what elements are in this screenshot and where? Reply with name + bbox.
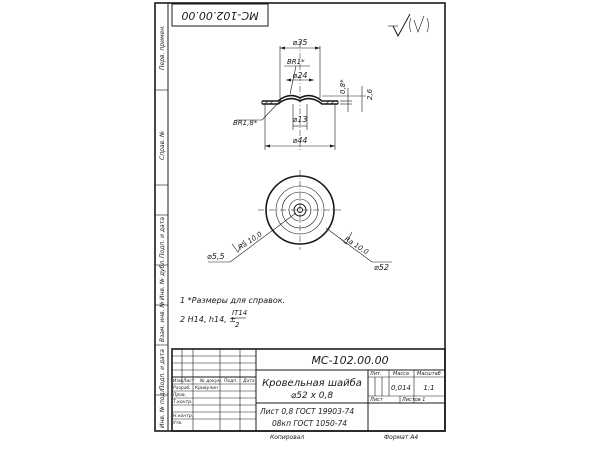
role-prov: Пров. [173,392,186,398]
dim-d13: ⌀13 [293,115,308,124]
dim-d35: ⌀35 [293,38,308,47]
margin-label: Взам. инв. № [159,301,166,342]
part-name: Кровельная шайба [262,377,362,389]
note-2-denominator: 2 [235,321,240,329]
dim-br1: BR1* [287,58,305,66]
col-sign: Подп. [224,378,238,384]
section-view: ⌀35 BR1* ⌀24 0,8* 2,6 BR1,8* ⌀13 ⌀44 [233,38,374,150]
drawing-code: МС-102.00.00 [311,354,388,367]
plan-view: ⌀5,5 Ra 10,0 ⌀52 Ra 10,0 [207,170,392,272]
part-size: ⌀52 x 0,8 [291,391,334,401]
margin-label: Инв. № подл. [159,387,166,428]
col-list: Лист [182,378,195,384]
margin-label: Подп. и дата [159,349,166,390]
ra-left: Ra 10,0 [237,230,264,252]
top-stamp-box [171,3,269,27]
mass-value: 0,014 [391,384,411,392]
top-stamp-code: МС-102.00.00 [181,9,258,22]
material-1: Лист 0,8 ГОСТ 19903-74 [259,407,354,416]
note-2-numerator: IT14 [232,309,247,317]
note-1: 1 *Размеры для справок. [180,296,285,305]
copied-label: Копировал [270,434,304,441]
razrab-name: Кривулин [195,385,218,391]
dim-d44: ⌀44 [293,136,308,145]
col-izm: Изм. [173,378,184,384]
format-label: Формат А4 [384,434,418,441]
margin-labels: Перв. примен. Справ. № Подп. и дата Инв.… [159,25,166,428]
col-date: Дата [242,378,255,384]
sheets-label: Листов 1 [401,397,425,403]
margin-label: Подп. и дата [159,217,166,258]
col-doc: № докум. [199,378,222,384]
margin-label: Справ. № [159,131,166,160]
note-2: 2 H14, h14, ± [180,315,236,324]
dim-br18: BR1,8* [233,119,258,127]
margin-strip-dividers [155,89,168,396]
margin-label: Инв. № дубл. [159,259,166,300]
role-razrab: Разраб. [173,385,191,391]
dim-d55: ⌀5,5 [207,252,225,261]
margin-label: Перв. примен. [159,25,166,70]
hdr-lit: Лит. [369,371,382,377]
hdr-scale: Масштаб [417,371,441,377]
technical-notes: 1 *Размеры для справок. 2 H14, h14, ± IT… [180,296,285,329]
sheet-label: Лист [369,397,384,403]
dim-t08: 0,8* [339,79,347,94]
material-2: 08кп ГОСТ 1050-74 [272,419,347,428]
roughness-symbol [388,13,429,38]
washer-profile [262,94,338,102]
scale-value: 1:1 [423,384,434,392]
role-nkontr: Н.контр. [173,413,193,419]
hdr-mass: Масса [393,371,409,377]
dim-h26: 2,6 [366,88,374,100]
ra-right: Ra 10,0 [343,235,370,257]
role-utv: Утв. [173,420,182,426]
role-tkontr: Т.контр. [173,399,193,405]
title-block: МС-102.00.00 Кровельная шайба ⌀52 x 0,8 … [171,348,446,432]
dim-d52: ⌀52 [374,263,389,272]
dim-d24: ⌀24 [293,71,308,80]
